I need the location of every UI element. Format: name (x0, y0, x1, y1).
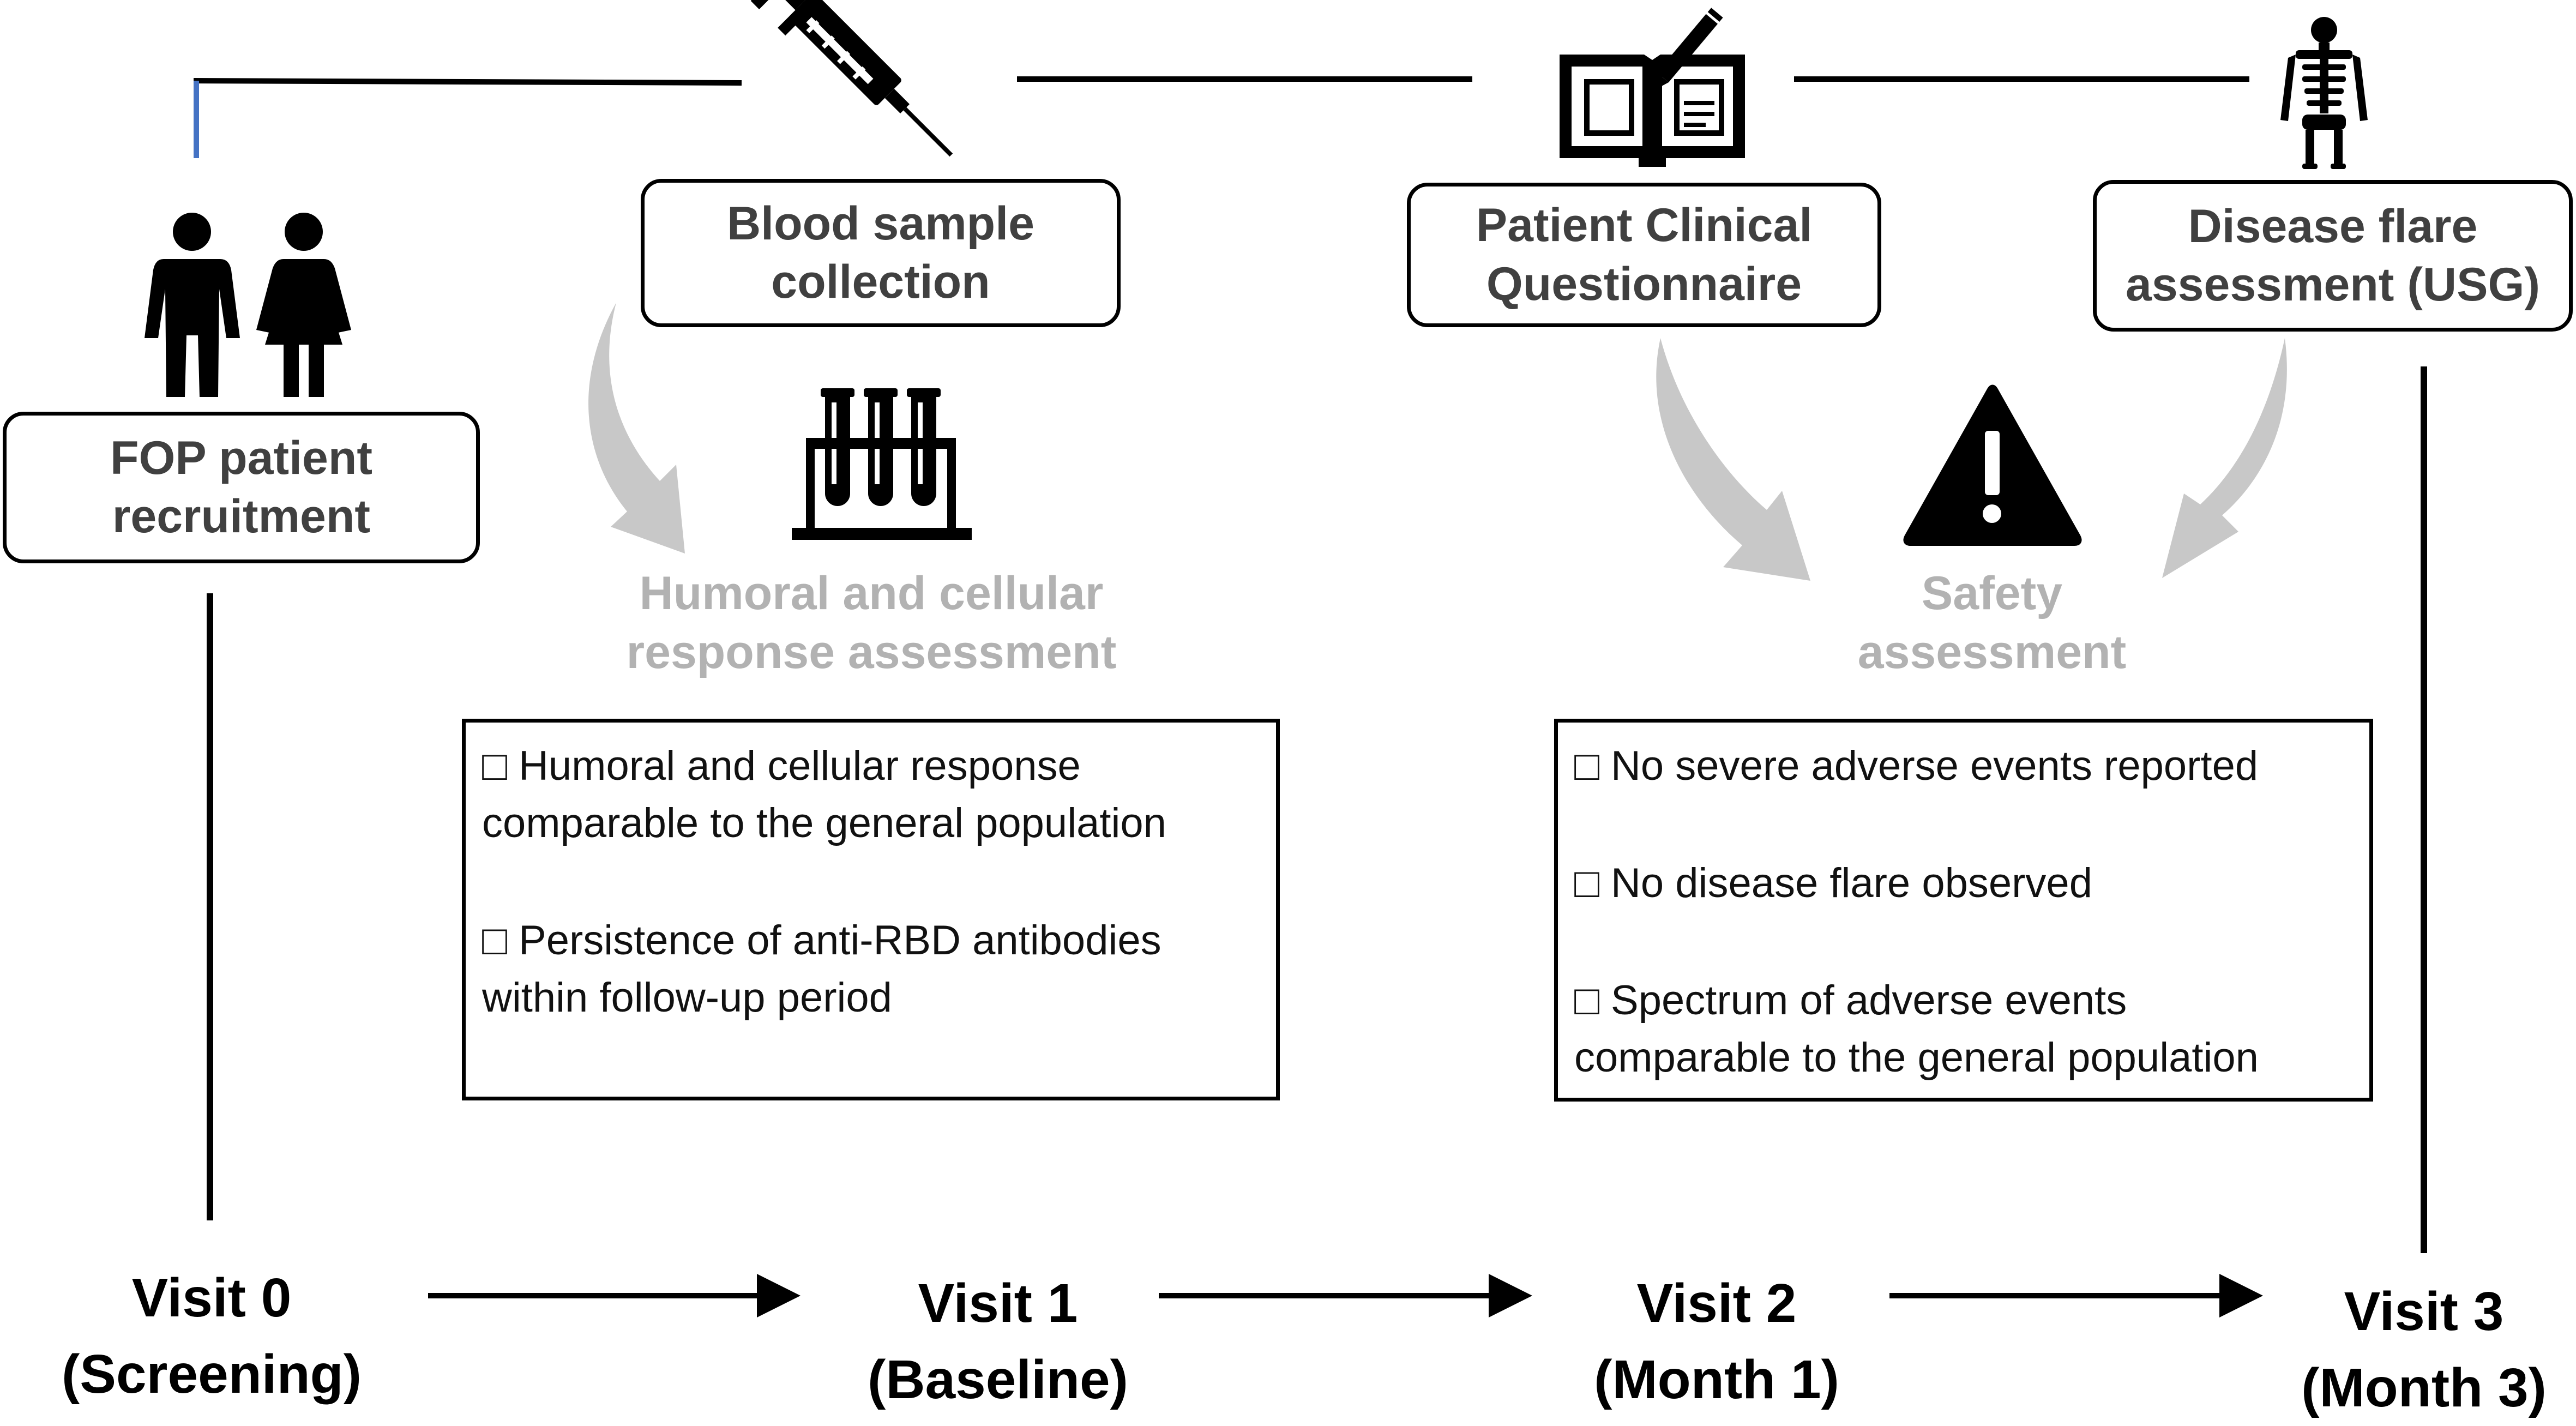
visit-0-line2: (Screening) (61, 1344, 362, 1405)
gray-arrow-blood (588, 303, 685, 553)
safety-assessment-line1: Safety (1921, 567, 2063, 619)
visit-1-line2: (Baseline) (868, 1349, 1128, 1410)
visit-0-line1: Visit 0 (131, 1267, 292, 1328)
flare-box: Disease flare assessment (USG) (2093, 180, 2573, 332)
safety-result-1-line1: □ No severe adverse events reported (1574, 743, 2259, 789)
visit-2-line1: Visit 2 (1636, 1273, 1797, 1334)
visit-3-label: Visit 3 (Month 3) (2301, 1273, 2547, 1426)
visit-3-line1: Visit 3 (2344, 1281, 2504, 1342)
recruitment-line1: FOP patient (110, 431, 373, 484)
immune-result-2: □ Persistence of anti-RBD antibodies wit… (482, 912, 1260, 1027)
test-tubes-icon (792, 388, 972, 540)
immune-result-1-line1: □ Humoral and cellular response (482, 743, 1081, 789)
questionnaire-line2: Questionnaire (1486, 257, 1802, 310)
safety-results-box: □ No severe adverse events reported □ No… (1554, 719, 2373, 1102)
people-icon (145, 213, 351, 397)
safety-result-2-line1: □ No disease flare observed (1574, 859, 2092, 906)
visit-3-line2: (Month 3) (2301, 1357, 2547, 1418)
safety-result-3-line2: comparable to the general population (1574, 1034, 2259, 1081)
immune-result-1: □ Humoral and cellular response comparab… (482, 738, 1260, 852)
immune-assessment-line1: Humoral and cellular (639, 567, 1104, 619)
visit-1-label: Visit 1 (Baseline) (868, 1265, 1128, 1418)
immune-assessment-title: Humoral and cellular response assessment (627, 564, 1117, 682)
safety-result-3-line1: □ Spectrum of adverse events (1574, 977, 2127, 1024)
flare-line2: assessment (USG) (2126, 258, 2540, 311)
visit-0-label: Visit 0 (Screening) (62, 1260, 362, 1412)
safety-result-2: □ No disease flare observed (1574, 855, 2353, 912)
visit-2-line2: (Month 1) (1594, 1349, 1839, 1410)
book-pen-icon (1560, 8, 1745, 167)
visit-1-line1: Visit 1 (918, 1273, 1078, 1334)
warning-icon (1903, 384, 2082, 546)
immune-results-box: □ Humoral and cellular response comparab… (462, 719, 1280, 1100)
blood-sample-line2: collection (771, 256, 990, 308)
top-connector (193, 76, 2249, 86)
safety-assessment-title: Safety assessment (1858, 564, 2126, 682)
safety-result-1: □ No severe adverse events reported (1574, 738, 2353, 795)
immune-result-2-line1: □ Persistence of anti-RBD antibodies (482, 917, 1161, 964)
recruitment-line2: recruitment (112, 490, 371, 543)
flare-line1: Disease flare (2188, 200, 2478, 252)
recruitment-box: FOP patient recruitment (3, 412, 480, 563)
immune-result-1-line2: comparable to the general population (482, 799, 1166, 846)
visit-2-label: Visit 2 (Month 1) (1594, 1265, 1839, 1418)
gray-arrows (588, 303, 2287, 581)
questionnaire-line1: Patient Clinical (1476, 199, 1813, 251)
gray-arrow-flare (2162, 338, 2287, 578)
safety-assessment-line2: assessment (1857, 625, 2127, 678)
immune-assessment-line2: response assessment (626, 625, 1117, 678)
gray-arrow-questionnaire (1656, 338, 1810, 581)
syringe-icon (750, 0, 953, 157)
immune-result-2-line2: within follow-up period (482, 974, 892, 1021)
questionnaire-box: Patient Clinical Questionnaire (1407, 183, 1881, 327)
skeleton-icon (2280, 17, 2368, 169)
blood-sample-line1: Blood sample (727, 197, 1034, 250)
safety-result-3: □ Spectrum of adverse events comparable … (1574, 972, 2353, 1087)
blood-sample-box: Blood sample collection (641, 179, 1121, 327)
